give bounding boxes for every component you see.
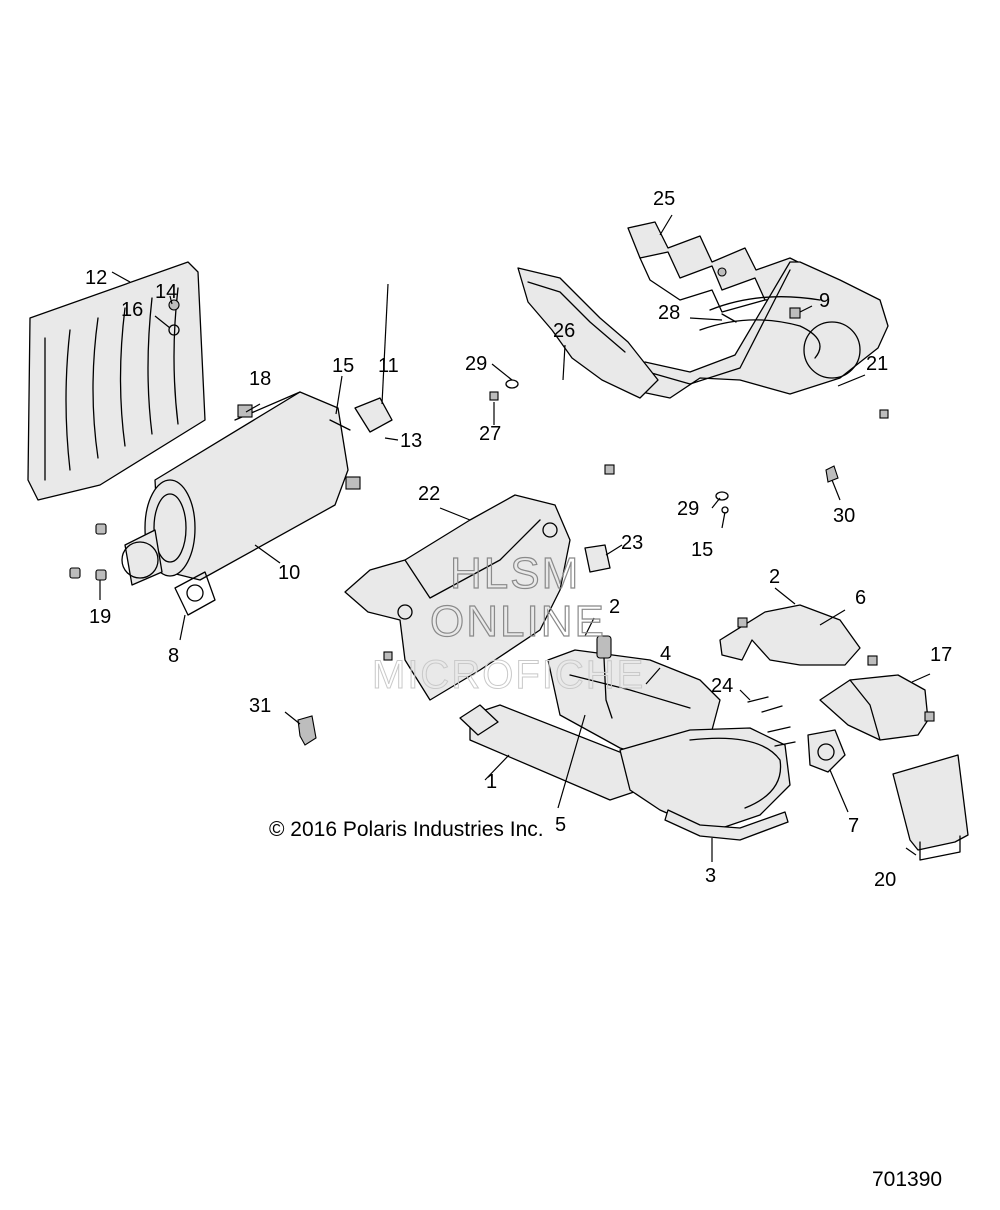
callout-7: 7 <box>848 815 859 837</box>
callout-31: 31 <box>249 695 271 717</box>
callout-2-upper: 2 <box>769 566 780 588</box>
callout-17: 17 <box>930 644 952 666</box>
callout-11: 11 <box>378 355 399 377</box>
callout-19: 19 <box>89 606 111 628</box>
part-23-bracket <box>584 544 611 573</box>
part-12-manifold-shield <box>27 261 206 501</box>
part-24-bolts <box>747 696 796 747</box>
callout-20: 20 <box>874 869 896 891</box>
part-8-gasket <box>174 571 216 616</box>
watermark-line2: ONLINE <box>430 597 606 646</box>
part-3-clamp <box>664 809 789 841</box>
callout-30: 30 <box>833 505 855 527</box>
callout-18: 18 <box>249 368 271 390</box>
part-17-heat-shield <box>819 674 929 741</box>
callout-14: 14 <box>155 281 177 303</box>
callout-6: 6 <box>855 587 866 609</box>
part-20-panel <box>892 754 969 861</box>
callout-2-lower: 2 <box>609 596 620 618</box>
watermark-line1: HLSM <box>450 549 580 598</box>
callout-10: 10 <box>278 562 300 584</box>
callout-26: 26 <box>553 320 575 342</box>
callout-24: 24 <box>711 675 733 697</box>
callout-25: 25 <box>653 188 675 210</box>
callout-8: 8 <box>168 645 179 667</box>
callout-15-lower: 15 <box>691 539 713 561</box>
callout-29-upper: 29 <box>465 353 487 375</box>
part-10-muffler <box>121 391 351 586</box>
callout-9: 9 <box>819 290 830 312</box>
part-19-nuts <box>69 523 107 581</box>
callout-15-upper: 15 <box>332 355 354 377</box>
callout-21: 21 <box>866 353 888 375</box>
callout-23: 23 <box>621 532 643 554</box>
part-22-heat-shield <box>344 494 571 701</box>
part-7-gasket <box>807 729 846 773</box>
callout-12: 12 <box>85 267 107 289</box>
callout-5: 5 <box>555 814 566 836</box>
watermark: HLSM ONLINE MICROFICHE <box>372 548 645 697</box>
drawing-number: 701390 <box>872 1168 943 1191</box>
leader-lines <box>99 214 931 862</box>
part-6-heat-shield <box>719 604 861 666</box>
callout-3: 3 <box>705 865 716 887</box>
part-1-pipe-assembly <box>459 704 791 833</box>
part-4-pipe-shield <box>547 649 721 761</box>
part-18-spring <box>237 404 361 490</box>
small-fasteners <box>383 267 935 722</box>
part-26-side-shield <box>517 267 659 399</box>
callout-1: 1 <box>486 771 497 793</box>
callout-22: 22 <box>418 483 440 505</box>
callout-28: 28 <box>658 302 680 324</box>
callout-27: 27 <box>479 423 501 445</box>
callout-13: 13 <box>400 430 422 452</box>
part-5-o2-sensor <box>596 635 613 719</box>
callout-4: 4 <box>660 643 671 665</box>
part-11-bracket <box>354 397 393 433</box>
part-31-clip <box>297 715 317 746</box>
callout-labels: 1 2 2 3 4 5 6 7 8 9 10 11 12 13 14 15 15… <box>85 188 952 891</box>
part-21-floor-shield <box>617 261 889 399</box>
callout-29-lower: 29 <box>677 498 699 520</box>
copyright-notice: © 2016 Polaris Industries Inc. <box>269 818 544 841</box>
callout-16: 16 <box>121 299 143 321</box>
watermark-line3: MICROFICHE <box>372 653 645 697</box>
